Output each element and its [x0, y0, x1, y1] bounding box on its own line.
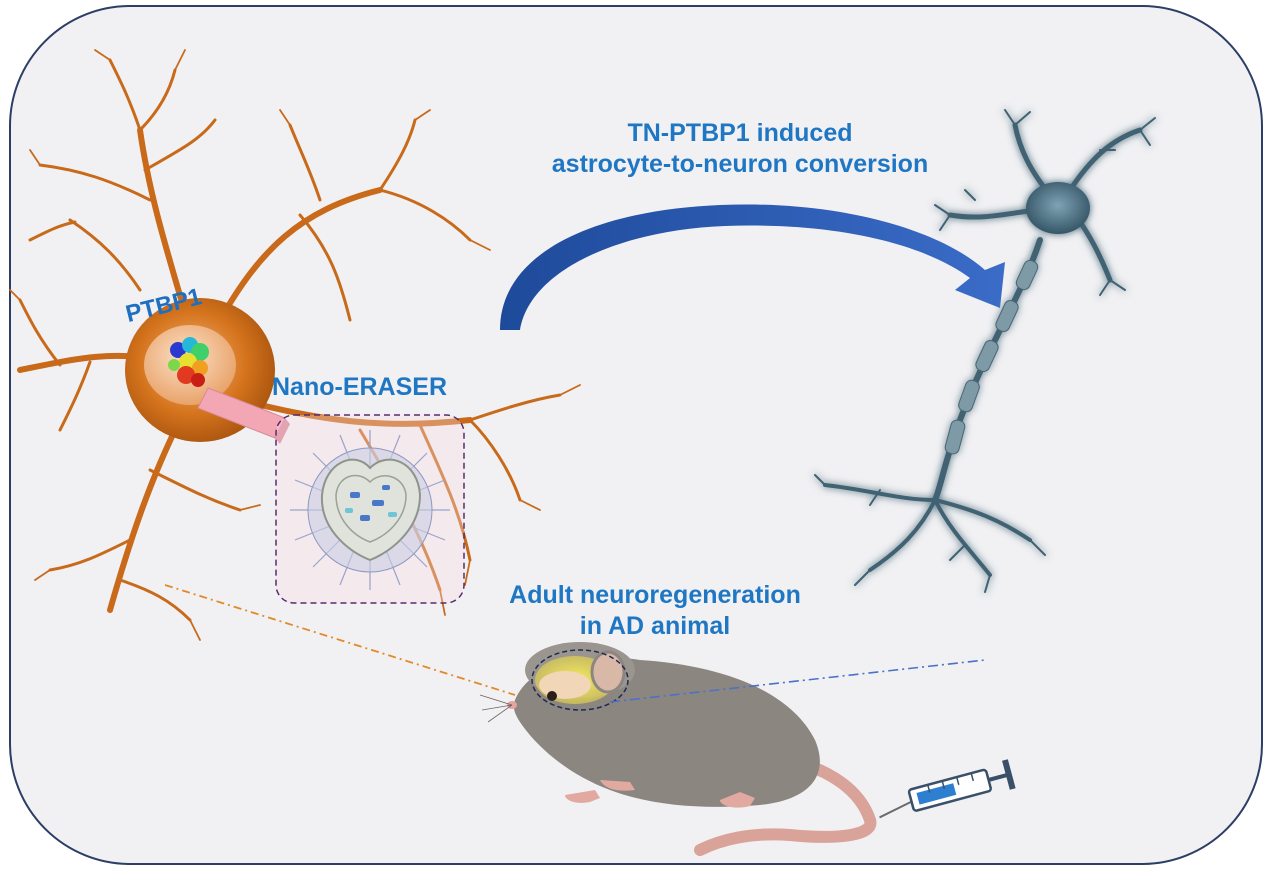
nano-eraser-label: Nano-ERASER [272, 373, 448, 401]
eraser [197, 387, 290, 444]
conversion-title-line1: TN-PTBP1 induced [627, 119, 853, 147]
conversion-title: TN-PTBP1 induced astrocyte-to-neuron con… [500, 118, 980, 181]
neuroregeneration-title-line1: Adult neuroregeneration [509, 581, 801, 609]
ptbp1-protein [168, 337, 209, 387]
conversion-title-line2: astrocyte-to-neuron conversion [551, 150, 929, 179]
conversion-arrow [500, 204, 1005, 330]
mouse-eye [547, 691, 557, 701]
mouse [479, 642, 877, 856]
mouse-ear [590, 650, 626, 694]
neuroregeneration-title: Adult neuroregeneration in AD animal [470, 580, 840, 643]
syringe [879, 759, 1016, 819]
nanoparticle [290, 430, 450, 590]
panel-background [9, 5, 1263, 865]
connector-line-neuron [609, 659, 986, 703]
neuron-cell [814, 109, 1156, 593]
neuroregeneration-title-line2: in AD animal [579, 612, 731, 641]
mouse-tail [694, 754, 877, 856]
connector-line-astrocyte [164, 584, 516, 696]
brain-region-outline [531, 649, 629, 711]
